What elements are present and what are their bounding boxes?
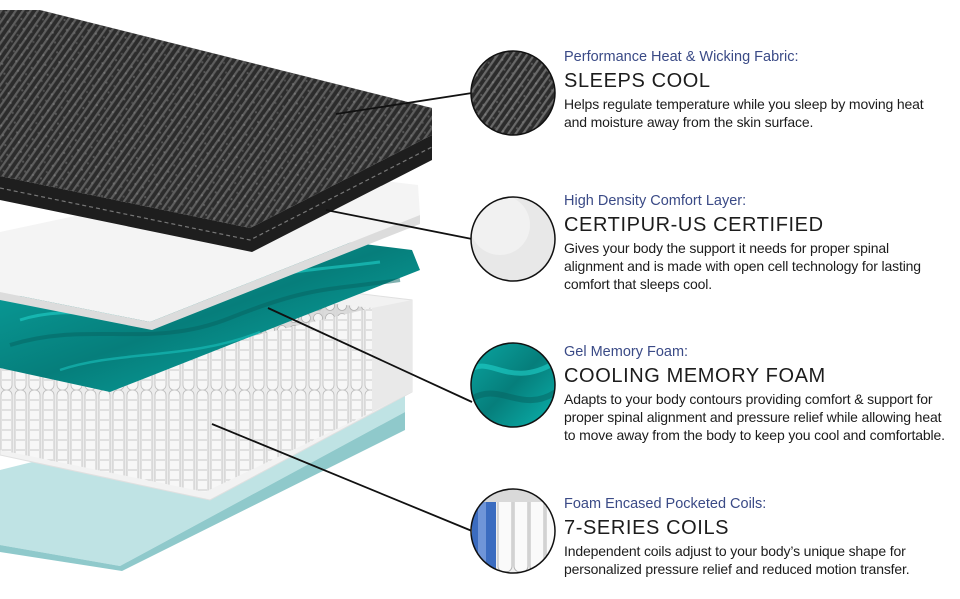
layer-subtitle: Foam Encased Pocketed Coils: <box>564 496 767 512</box>
layer-subtitle: Gel Memory Foam: <box>564 344 689 360</box>
leader-line-gel <box>267 307 473 403</box>
knit-fabric-swatch-icon <box>471 51 555 135</box>
gel-foam-swatch-icon <box>471 343 555 427</box>
layer-info-coils: Foam Encased Pocketed Coils: 7-SERIES CO… <box>564 495 948 578</box>
layer-title: 7-SERIES COILS <box>564 517 730 539</box>
knit-cover-layer <box>0 10 433 252</box>
layer-subtitle: Performance Heat & Wicking Fabric: <box>564 49 799 65</box>
layer-description: Independent coils adjust to your body’s … <box>564 543 910 577</box>
leader-line-cover <box>335 92 473 115</box>
layer-info-cover: Performance Heat & Wicking Fabric: SLEEP… <box>564 48 948 131</box>
white-foam-swatch-icon <box>471 197 555 281</box>
layer-title: COOLING MEMORY FOAM <box>564 365 826 387</box>
leader-lines <box>211 92 473 532</box>
leader-line-comfort <box>325 209 473 240</box>
layer-description: Helps regulate temperature while you sle… <box>564 96 924 130</box>
layer-info-comfort: High Density Comfort Layer: CERTIPUR-US … <box>564 192 948 293</box>
leader-line-coils <box>211 423 473 532</box>
layer-title: SLEEPS COOL <box>564 70 711 92</box>
layer-description: Adapts to your body contours providing c… <box>564 391 945 443</box>
layer-info-gel: Gel Memory Foam: COOLING MEMORY FOAM Ada… <box>564 343 948 444</box>
layer-description: Gives your body the support it needs for… <box>564 240 921 292</box>
layer-title: CERTIPUR-US CERTIFIED <box>564 214 824 236</box>
pocketed-coil-swatch-icon <box>471 489 555 573</box>
layer-subtitle: High Density Comfort Layer: <box>564 193 747 209</box>
